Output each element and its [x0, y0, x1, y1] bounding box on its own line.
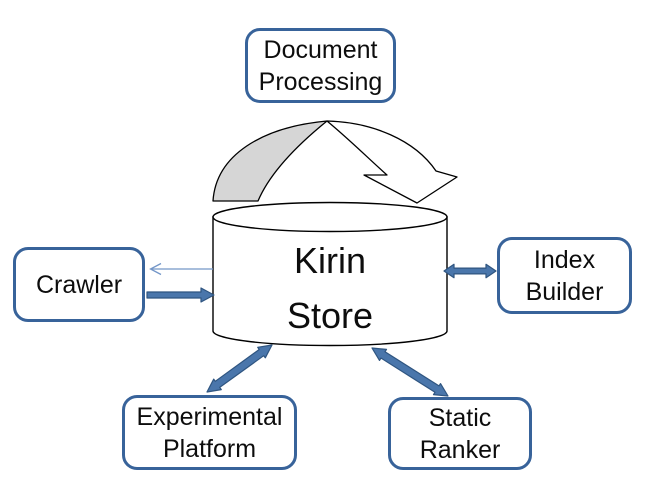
node-kirin-store-label: Kirin Store [213, 233, 447, 343]
arrow-store-to-crawler-thin [149, 262, 213, 276]
kirin-store-cylinder [212, 201, 448, 347]
arrow-store-static-ranker-double [371, 347, 449, 397]
node-label-line: Kirin [293, 240, 367, 281]
cylinder-top [212, 201, 448, 233]
node-label-line: Ranker [419, 435, 501, 464]
node-label-line: Document [263, 35, 378, 64]
node-label-line: Static [428, 403, 492, 432]
cycle-arrow [212, 120, 458, 204]
node-index-builder: Index Builder [497, 237, 632, 314]
cylinder-body [212, 216, 448, 347]
arrow-store-index-builder-double [443, 263, 497, 279]
node-label-line: Crawler [35, 270, 123, 299]
cycle-arrow-head-segment [326, 120, 458, 204]
node-experimental-platform: Experimental Platform [122, 395, 297, 470]
node-label-line: Builder [525, 277, 604, 306]
node-label-line: Processing [258, 67, 383, 96]
node-crawler: Crawler [13, 247, 145, 322]
node-document-processing: Document Processing [245, 28, 396, 103]
node-label-line: Experimental [136, 402, 283, 431]
thin-arrowhead [149, 262, 162, 276]
cycle-arrow-gray-segment [212, 120, 328, 202]
arrow-crawler-to-store [146, 287, 215, 303]
node-label-line: Store [286, 295, 374, 336]
node-label-line: Index [533, 245, 596, 274]
node-static-ranker: Static Ranker [388, 397, 532, 470]
arrow-store-experimental-double [206, 344, 273, 393]
node-label-line: Platform [162, 434, 257, 463]
